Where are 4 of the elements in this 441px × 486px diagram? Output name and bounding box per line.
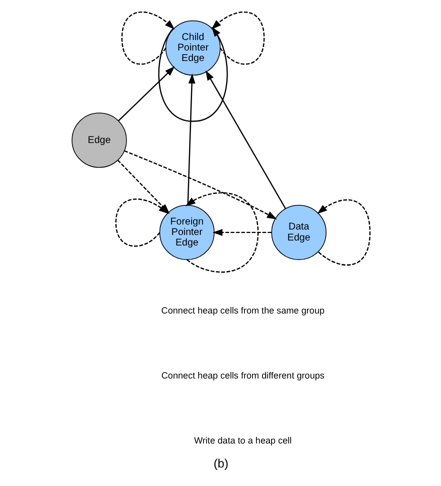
legend-label: Connect heap cells from the same group xyxy=(160,305,324,316)
legend-label: Write data to a heap cell xyxy=(194,436,292,446)
caption: (b) xyxy=(213,456,228,470)
legend-label: Connect heap cells from different groups xyxy=(160,370,324,380)
